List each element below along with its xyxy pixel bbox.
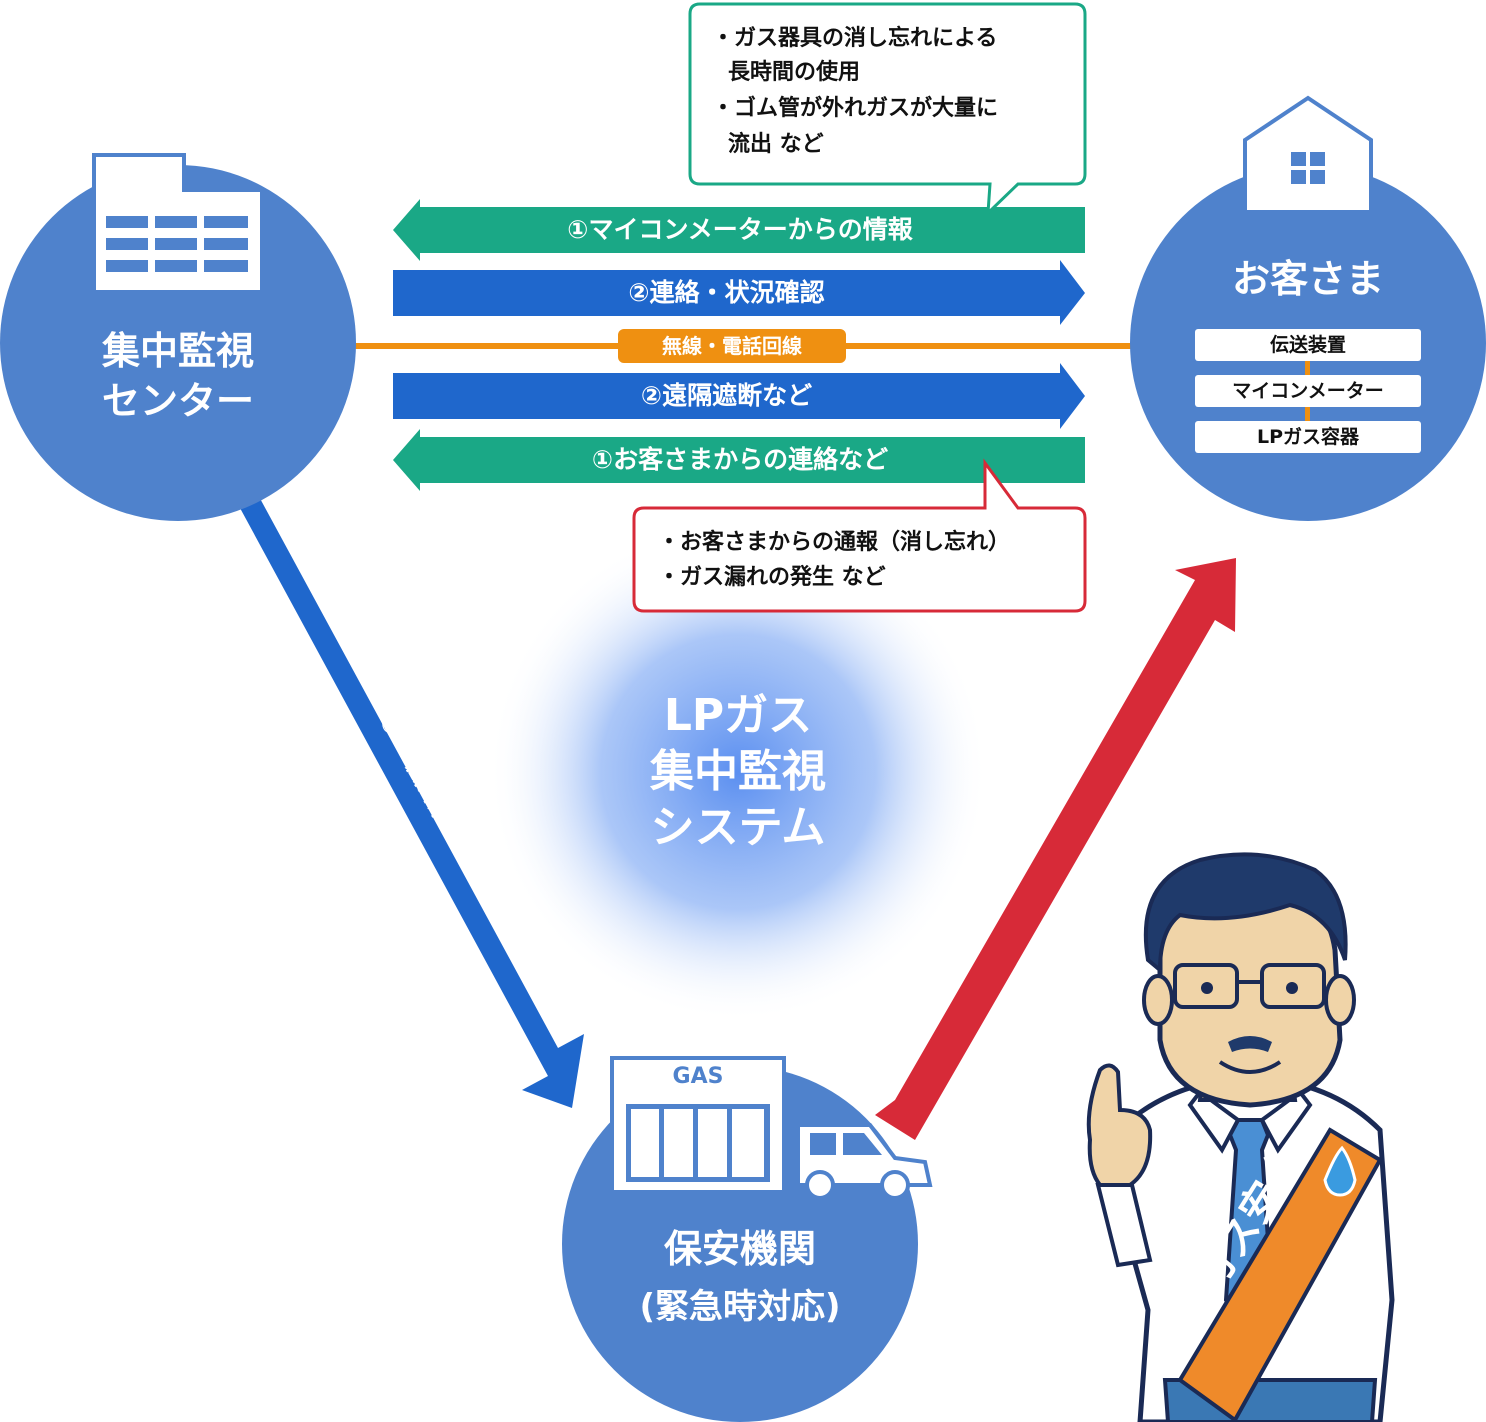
- arrow-bottom2-label: ②遠隔遮断など: [640, 381, 813, 410]
- bubble-top-line4: 流出 など: [728, 132, 824, 157]
- gas-sign: GAS: [672, 1064, 724, 1089]
- bubble-top-line3: ・ゴム管が外れガスが大量に: [712, 96, 999, 121]
- system-glow: [488, 522, 988, 1022]
- center-label: 集中監視 センター: [58, 326, 298, 426]
- customer-title: お客さま: [1231, 257, 1384, 301]
- agency-label-line2: (緊急時対応): [639, 1287, 841, 1327]
- bubble-top-shape: [688, 2, 1087, 217]
- arrow-bottom1: [393, 429, 1085, 491]
- bubble-bottom-line1: ・お客さまからの通報（消し忘れ）: [658, 530, 1011, 555]
- dispatch-request-arrow: [210, 480, 584, 1108]
- device-transmitter: 伝送装置: [1195, 329, 1421, 361]
- connection-line-label: 無線・電話回線: [662, 334, 802, 358]
- device-lp-gas-cylinder: LPガス容器: [1195, 421, 1421, 453]
- emergency-arrow: [875, 558, 1236, 1140]
- building-icon: [92, 153, 264, 294]
- system-title-line2: 集中監視: [650, 746, 826, 797]
- agency-label-line1: 保安機関: [663, 1227, 816, 1271]
- sash-shape: [1177, 1127, 1383, 1422]
- house-icon: [1243, 95, 1373, 214]
- arrow-top2-label: ②連絡・状況確認: [628, 278, 825, 307]
- system-title: LPガス 集中監視 システム: [598, 688, 878, 856]
- arrow-bottom1-label: ①お客さまからの連絡など: [591, 445, 889, 474]
- system-title-line1: LPガス: [663, 690, 813, 741]
- car-icon: [796, 1123, 933, 1200]
- gas-station-icon: [610, 1056, 786, 1194]
- center-circle: [0, 165, 356, 521]
- mascot-illustration: [1086, 852, 1395, 1422]
- bubble-bottom-line2: ・ガス漏れの発生 など: [658, 565, 886, 590]
- arrow-bottom2: [393, 363, 1085, 429]
- center-label-line1: 集中監視: [101, 329, 254, 373]
- connection-line-label-bg: [618, 329, 846, 363]
- bubble-top-line2: 長時間の使用: [728, 60, 861, 85]
- system-title-line3: システム: [650, 802, 826, 853]
- arrow-top2: [393, 260, 1085, 325]
- bubble-bottom-shape: [632, 458, 1087, 613]
- bubble-top-line1: ・ガス器具の消し忘れによる: [712, 26, 998, 51]
- center-label-line2: センター: [101, 379, 254, 423]
- arrow-top1: [393, 199, 1085, 261]
- arrow-top1-label: ①マイコンメーターからの情報: [567, 215, 913, 244]
- device-microcomputer-meter: マイコンメーター: [1195, 375, 1421, 407]
